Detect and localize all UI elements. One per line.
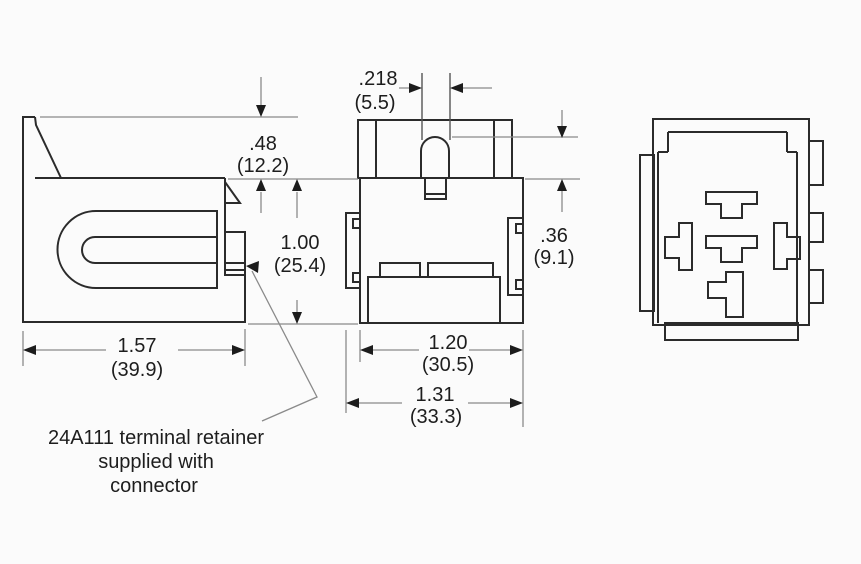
front-view-base xyxy=(367,276,501,324)
face-view xyxy=(639,118,824,341)
retainer-note: 24A111 terminal retainer supplied with c… xyxy=(48,261,318,497)
side-view-slot-outer xyxy=(56,210,218,289)
face-view-inner-step xyxy=(657,131,798,323)
face-view-foot xyxy=(664,322,799,341)
dimension-side-depth: 1.57 (39.9) xyxy=(23,335,245,381)
dim-side-depth-in: 1.57 xyxy=(118,335,157,357)
terminal-slot-right xyxy=(773,222,801,270)
retainer-note-line3: connector xyxy=(110,475,198,497)
dimension-latch-height: .48 (12.2) xyxy=(237,77,289,213)
dimension-key-tab-height: .36 (9.1) xyxy=(533,110,575,269)
dimension-body-width: 1.20 (30.5) xyxy=(360,332,523,376)
face-view-right-tab-bottom xyxy=(808,269,824,304)
terminal-slot-top xyxy=(705,191,758,219)
terminal-slot-center xyxy=(705,235,758,263)
face-view-left-tab xyxy=(639,154,655,312)
dimension-overall-width: 1.31 (33.3) xyxy=(346,384,523,428)
dim-side-depth-mm: (39.9) xyxy=(111,359,163,381)
dim-body-width-mm: (30.5) xyxy=(422,354,474,376)
keying-tab-foot xyxy=(424,177,447,200)
front-view-base-block-left xyxy=(379,262,421,278)
retainer-note-line1: 24A111 terminal retainer xyxy=(48,427,264,449)
retainer-leader-line xyxy=(251,270,318,422)
terminal-slot-bottom xyxy=(707,271,744,318)
side-view xyxy=(22,116,246,323)
dim-key-tab-width-in: .218 xyxy=(359,68,398,90)
dim-latch-height-in: .48 xyxy=(249,133,277,155)
front-view xyxy=(345,119,524,324)
face-view-right-tab-middle xyxy=(808,212,824,243)
left-mounting-clip xyxy=(345,212,360,289)
side-view-right-wedge xyxy=(224,181,242,204)
dimension-body-height: 1.00 (25.4) xyxy=(274,179,326,324)
face-view-right-tab-top xyxy=(808,140,824,186)
dim-key-tab-height-in: .36 xyxy=(540,225,568,247)
dim-body-height-mm: (25.4) xyxy=(274,255,326,277)
dimension-key-tab-width: .218 (5.5) xyxy=(354,68,492,114)
front-view-cap-ribs xyxy=(375,120,495,178)
dim-overall-width-in: 1.31 xyxy=(416,384,455,406)
dim-key-tab-width-mm: (5.5) xyxy=(354,92,395,114)
dim-body-height-in: 1.00 xyxy=(281,232,320,254)
extension-lines xyxy=(22,73,580,427)
keying-tab xyxy=(420,136,450,178)
side-view-slot-inner xyxy=(81,236,218,264)
dim-latch-height-mm: (12.2) xyxy=(237,155,289,177)
retainer-note-line2: supplied with xyxy=(98,451,214,473)
front-view-cap xyxy=(357,119,513,179)
side-view-body-outline xyxy=(22,116,246,323)
terminal-retainer-protrusion xyxy=(225,231,246,275)
terminal-slot-left xyxy=(664,222,693,271)
front-view-base-block-right xyxy=(427,262,494,278)
dim-body-width-in: 1.20 xyxy=(429,332,468,354)
dim-overall-width-mm: (33.3) xyxy=(410,406,462,428)
dim-key-tab-height-mm: (9.1) xyxy=(533,247,574,269)
retainer-leader-arrow xyxy=(246,261,259,273)
right-mounting-rib xyxy=(507,217,523,296)
side-view-latch-ramp xyxy=(34,116,62,179)
